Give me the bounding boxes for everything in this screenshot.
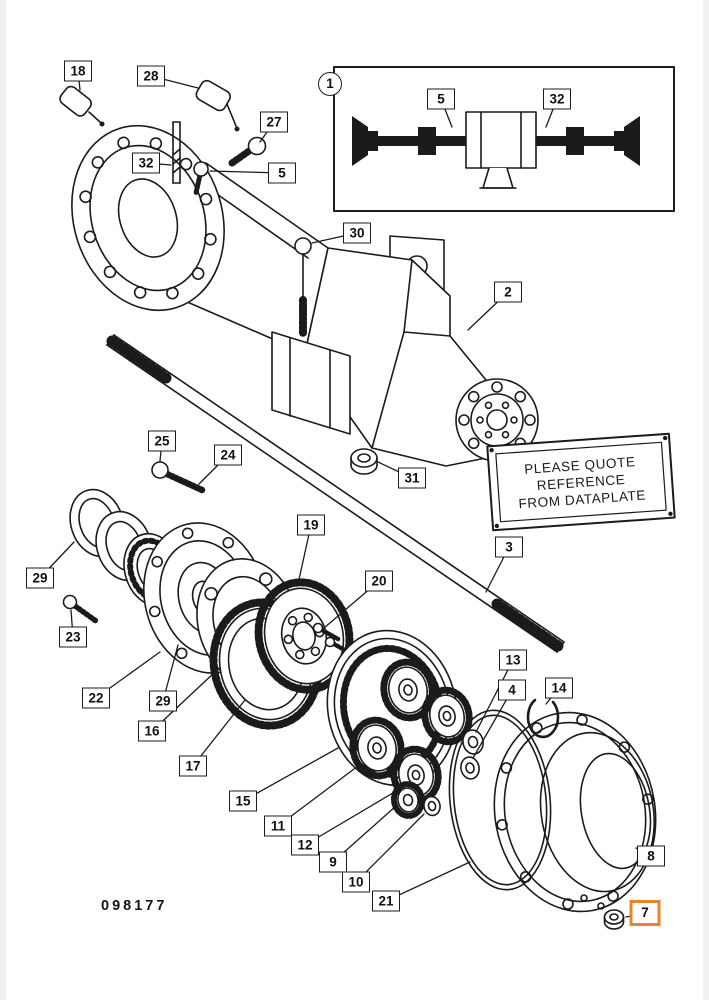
- callout-5[interactable]: 5: [268, 162, 296, 184]
- callout-1[interactable]: 1: [318, 72, 342, 96]
- circlip-14-drawing: [526, 698, 560, 739]
- inset-axle-silhouette: [352, 116, 640, 166]
- callout-11[interactable]: 11: [264, 815, 292, 837]
- callout-25[interactable]: 25: [148, 430, 176, 452]
- callout-32-inset[interactable]: 32: [543, 88, 571, 110]
- callout-9[interactable]: 9: [319, 851, 347, 873]
- callout-31[interactable]: 31: [398, 467, 426, 489]
- callout-23[interactable]: 23: [59, 626, 87, 648]
- dataplate-line-2: REFERENCE: [536, 472, 626, 493]
- cover-screw-dot: [597, 902, 605, 910]
- bolt-24-25-drawing: [151, 461, 206, 494]
- callout-10[interactable]: 10: [342, 871, 370, 893]
- stud-27-drawing: [228, 136, 267, 167]
- clamp-bracket-drawing: [271, 331, 351, 435]
- nut-7-drawing: [603, 909, 625, 930]
- callout-2[interactable]: 2: [494, 281, 522, 303]
- callout-29[interactable]: 29: [26, 567, 54, 589]
- callout-19[interactable]: 19: [297, 514, 325, 536]
- gear-19-drawing: [254, 578, 354, 694]
- dataplate-sign: PLEASE QUOTE REFERENCE FROM DATAPLATE: [486, 432, 676, 532]
- output-flange-drawing: [455, 378, 539, 462]
- callout-13[interactable]: 13: [499, 649, 527, 671]
- bolt-30-drawing: [294, 237, 312, 338]
- callout-15[interactable]: 15: [229, 790, 257, 812]
- cover-screw-dot: [580, 894, 588, 902]
- page-edge-right: [703, 0, 709, 1000]
- callout-4[interactable]: 4: [498, 679, 526, 701]
- callout-29-b[interactable]: 29: [149, 690, 177, 712]
- callout-20[interactable]: 20: [365, 570, 393, 592]
- page-edge-left: [0, 0, 6, 1000]
- plug-18-drawing: [59, 85, 105, 127]
- washer-4-drawing: [460, 756, 480, 780]
- callout-16[interactable]: 16: [138, 720, 166, 742]
- callout-32[interactable]: 32: [132, 152, 160, 174]
- callout-8[interactable]: 8: [637, 845, 665, 867]
- planet-gears-drawing: [349, 658, 473, 819]
- callout-24[interactable]: 24: [214, 444, 242, 466]
- part-code: 098177: [101, 898, 168, 914]
- axle-shaft-drawing: [106, 334, 565, 653]
- callout-7[interactable]: 7: [629, 900, 661, 926]
- nut-31-drawing: [350, 448, 378, 475]
- callout-12[interactable]: 12: [291, 834, 319, 856]
- axle-housing-drawing: [59, 79, 539, 467]
- bolt-5-drawing: [193, 161, 209, 196]
- callout-18[interactable]: 18: [64, 60, 92, 82]
- callout-22[interactable]: 22: [82, 687, 110, 709]
- callout-5-inset[interactable]: 5: [427, 88, 455, 110]
- callout-27[interactable]: 27: [260, 111, 288, 133]
- plug-28-drawing: [195, 79, 240, 132]
- stud-32-drawing: [172, 121, 181, 184]
- stud-23-drawing: [62, 594, 99, 624]
- callout-28[interactable]: 28: [137, 65, 165, 87]
- callout-30[interactable]: 30: [343, 222, 371, 244]
- gasket-21-drawing: [448, 709, 552, 891]
- callout-21[interactable]: 21: [372, 890, 400, 912]
- callout-17[interactable]: 17: [179, 755, 207, 777]
- washer-10-drawing: [423, 795, 441, 817]
- callout-3[interactable]: 3: [495, 536, 523, 558]
- inset-overview: [333, 66, 675, 212]
- callout-14[interactable]: 14: [545, 677, 573, 699]
